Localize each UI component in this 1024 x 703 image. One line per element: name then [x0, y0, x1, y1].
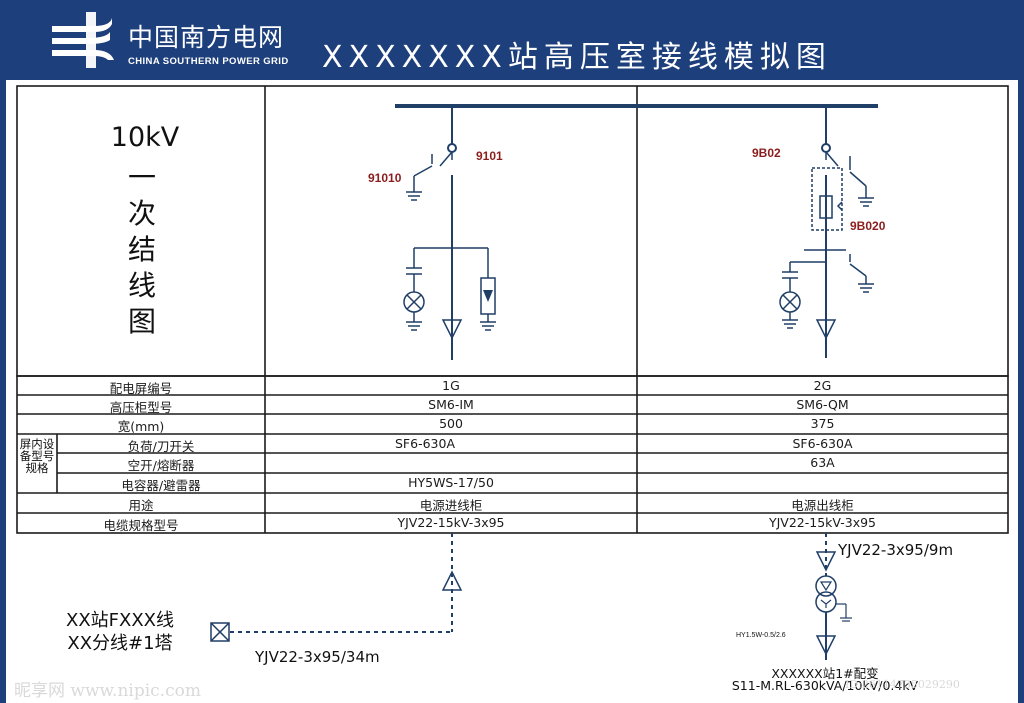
cabinet-model-1: SM6-IM: [428, 397, 474, 412]
arrester-arrow-icon: [483, 290, 493, 302]
width-1: 500: [439, 416, 463, 431]
group-label-equipment: 屏内设备型号规格: [19, 437, 55, 475]
panel-2-circuit: [779, 106, 874, 358]
cabinet-model-2: SM6-QM: [796, 397, 849, 412]
row-label-width: 宽(mm): [117, 419, 165, 434]
switch-label-9b02: 9B02: [752, 146, 781, 160]
transformer-model: S11-M.RL-630kVA/10kV/0.4kV: [731, 678, 919, 693]
outgoing-cable: [815, 533, 852, 660]
row-label-panel-no: 配电屏编号: [109, 381, 173, 396]
width-2: 375: [810, 416, 835, 431]
earth-switch-label-9b020: 9B020: [850, 219, 886, 233]
diagram-canvas: [6, 80, 1018, 703]
header-bar: 中国南方电网 CHINA SOUTHERN POWER GRID XXXXXXX…: [0, 0, 1024, 80]
company-logo: 中国南方电网 CHINA SOUTHERN POWER GRID: [48, 12, 308, 72]
source-line-2: XX分线#1塔: [67, 633, 173, 654]
row-label-load-switch: 负荷/刀开关: [127, 439, 195, 454]
usage-1: 电源进线柜: [419, 498, 483, 513]
row-1g: 1G: [442, 378, 460, 393]
row-label-cabinet-model: 高压柜型号: [109, 400, 173, 415]
cable-spec-1: YJV22-15kV-3x95: [397, 515, 505, 530]
row-2g: 2G: [813, 378, 832, 393]
row-label-usage: 用途: [128, 498, 154, 513]
watermark-left: 昵享网 www.nipic.com: [14, 681, 201, 701]
incoming-cable: [210, 533, 463, 642]
transformer-name: XXXXXX站1#配变: [771, 666, 879, 681]
page-title: XXXXXXX站高压室接线模拟图: [322, 40, 832, 75]
row-label-cable-spec: 电缆规格型号: [103, 518, 179, 533]
row-label-capacitor: 电容器/避雷器: [121, 478, 201, 493]
outgoing-cable-label: YJV22-3x95/9m: [838, 541, 954, 559]
side-title-voltage: 10kV: [110, 122, 180, 153]
panel-1-circuit: [403, 106, 496, 360]
arrester-label: HY1.5W-0.5/2.6: [736, 632, 786, 639]
csg-logo-icon: [52, 12, 114, 68]
side-title-text: 一次结线图: [128, 161, 157, 338]
watermark-right: ID:26114735029290: [845, 678, 960, 691]
earth-switch-label-91010: 91010: [368, 171, 402, 185]
switch-label-9101: 9101: [476, 149, 503, 163]
usage-2: 电源出线柜: [791, 498, 854, 513]
cable-spec-2: YJV22-15kV-3x95: [768, 515, 877, 530]
fuse-2: 63A: [810, 455, 835, 470]
source-line-1: XX站FXXX线: [65, 610, 174, 631]
arrester-model-1: HY5WS-17/50: [408, 475, 494, 490]
logo-chinese-name: 中国南方电网: [128, 23, 285, 52]
load-switch-2: SF6-630A: [792, 436, 853, 451]
row-label-fuse: 空开/熔断器: [127, 458, 195, 473]
spec-table-border: [16, 375, 1009, 534]
incoming-cable-label: YJV22-3x95/34m: [255, 648, 380, 666]
logo-english-name: CHINA SOUTHERN POWER GRID: [128, 56, 289, 67]
load-switch-1: SF6-630A: [395, 436, 455, 451]
